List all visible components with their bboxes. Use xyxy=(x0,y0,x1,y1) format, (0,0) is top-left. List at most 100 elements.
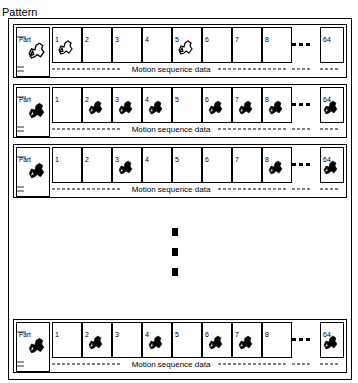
part-figure xyxy=(29,103,44,118)
ellipsis-dot xyxy=(292,163,296,166)
ellipsis-dot xyxy=(172,248,178,256)
frame-cell: 6 xyxy=(202,322,232,358)
ellipsis-dot xyxy=(299,43,303,46)
part-box: Part xyxy=(16,322,50,372)
row-caption: Motion sequence data xyxy=(51,65,291,75)
dash-line xyxy=(52,364,122,365)
frame-number: 6 xyxy=(203,154,211,165)
dash-line xyxy=(218,129,288,130)
frame-number: 7 xyxy=(233,154,241,165)
frame-cell: 1 xyxy=(52,322,82,358)
dash-line xyxy=(52,189,122,190)
frame-cell: 5 xyxy=(172,87,202,123)
frame-number: 7 xyxy=(233,329,241,340)
part-row: Motion sequence dataPart1234567864 xyxy=(13,24,347,78)
frame-number: 2 xyxy=(83,154,91,165)
frame-number: 64 xyxy=(321,154,333,165)
frame-number: 6 xyxy=(203,34,211,45)
ellipsis-dot xyxy=(299,338,303,341)
frame-number: 2 xyxy=(83,94,91,105)
motion-figure xyxy=(149,101,162,114)
dash-line xyxy=(52,129,122,130)
frame-number: 7 xyxy=(233,34,241,45)
part-bar xyxy=(16,70,24,72)
motion-figure xyxy=(239,336,252,349)
ellipsis-dot xyxy=(292,43,296,46)
frame-number: 64 xyxy=(321,34,333,45)
ellipsis-dot xyxy=(299,163,303,166)
part-box: Part xyxy=(16,27,50,77)
dash-line xyxy=(218,364,288,365)
frame-number: 3 xyxy=(113,34,121,45)
frame-number: 8 xyxy=(263,94,271,105)
frame-cell: 4 xyxy=(142,322,172,358)
dash-line xyxy=(292,364,312,365)
part-figure xyxy=(29,338,44,353)
frame-cell: 64 xyxy=(320,322,344,358)
frame-cell: 8 xyxy=(262,147,292,183)
dash-line xyxy=(52,69,122,70)
frame-cell: 6 xyxy=(202,147,232,183)
row-caption: Motion sequence data xyxy=(51,125,291,135)
frame-cell: 6 xyxy=(202,87,232,123)
frame-number: 3 xyxy=(113,94,121,105)
pattern-box: PatternMotion sequence dataPart123456786… xyxy=(8,18,352,380)
dash-line xyxy=(292,129,312,130)
part-bar xyxy=(16,186,24,188)
frame-number: 6 xyxy=(203,94,211,105)
frame-cell: 1 xyxy=(52,27,82,63)
frame-cell: 2 xyxy=(82,322,112,358)
ellipsis-dot xyxy=(306,163,310,166)
part-bar xyxy=(16,126,24,128)
frame-number: 3 xyxy=(113,329,121,340)
frame-number: 5 xyxy=(173,34,181,45)
frame-cell: 6 xyxy=(202,27,232,63)
frame-cell: 7 xyxy=(232,147,262,183)
part-row: Motion sequence dataPart1234567864 xyxy=(13,319,347,373)
frame-cell: 64 xyxy=(320,27,344,63)
frame-cell: 3 xyxy=(112,27,142,63)
frame-number: 2 xyxy=(83,329,91,340)
part-bar xyxy=(16,190,24,192)
motion-figure xyxy=(89,101,102,114)
motion-figure xyxy=(89,336,102,349)
ellipsis-dot xyxy=(172,268,178,276)
part-label: Part xyxy=(17,35,33,45)
frame-number: 8 xyxy=(263,329,271,340)
dash-line xyxy=(218,189,288,190)
row-caption: Motion sequence data xyxy=(51,360,291,370)
motion-figure xyxy=(209,101,222,114)
frame-cell: 5 xyxy=(172,147,202,183)
frame-cell: 4 xyxy=(142,27,172,63)
part-row: Motion sequence dataPart1234567864 xyxy=(13,84,347,138)
ellipsis-dot xyxy=(292,338,296,341)
frame-cell: 64 xyxy=(320,87,344,123)
frame-number: 4 xyxy=(143,34,151,45)
frame-number: 64 xyxy=(321,329,333,340)
ellipsis-dot xyxy=(306,338,310,341)
frame-cell: 7 xyxy=(232,87,262,123)
row-caption: Motion sequence data xyxy=(51,185,291,195)
frame-number: 5 xyxy=(173,94,181,105)
ellipsis-dot xyxy=(172,228,178,236)
frame-cell: 2 xyxy=(82,87,112,123)
frame-number: 1 xyxy=(53,154,61,165)
dash-line xyxy=(320,364,340,365)
part-figure xyxy=(29,163,44,178)
frame-number: 1 xyxy=(53,329,61,340)
part-box: Part xyxy=(16,87,50,137)
frame-number: 8 xyxy=(263,34,271,45)
frame-number: 3 xyxy=(113,154,121,165)
dash-line xyxy=(218,69,288,70)
motion-figure xyxy=(269,101,282,114)
motion-figure xyxy=(149,336,162,349)
motion-figure xyxy=(119,101,132,114)
frame-number: 4 xyxy=(143,154,151,165)
frame-cell: 2 xyxy=(82,147,112,183)
ellipsis-dot xyxy=(306,103,310,106)
motion-figure xyxy=(59,41,72,54)
part-figure xyxy=(29,43,44,58)
frame-number: 8 xyxy=(263,154,271,165)
motion-figure xyxy=(119,161,132,174)
part-bar xyxy=(16,365,24,367)
